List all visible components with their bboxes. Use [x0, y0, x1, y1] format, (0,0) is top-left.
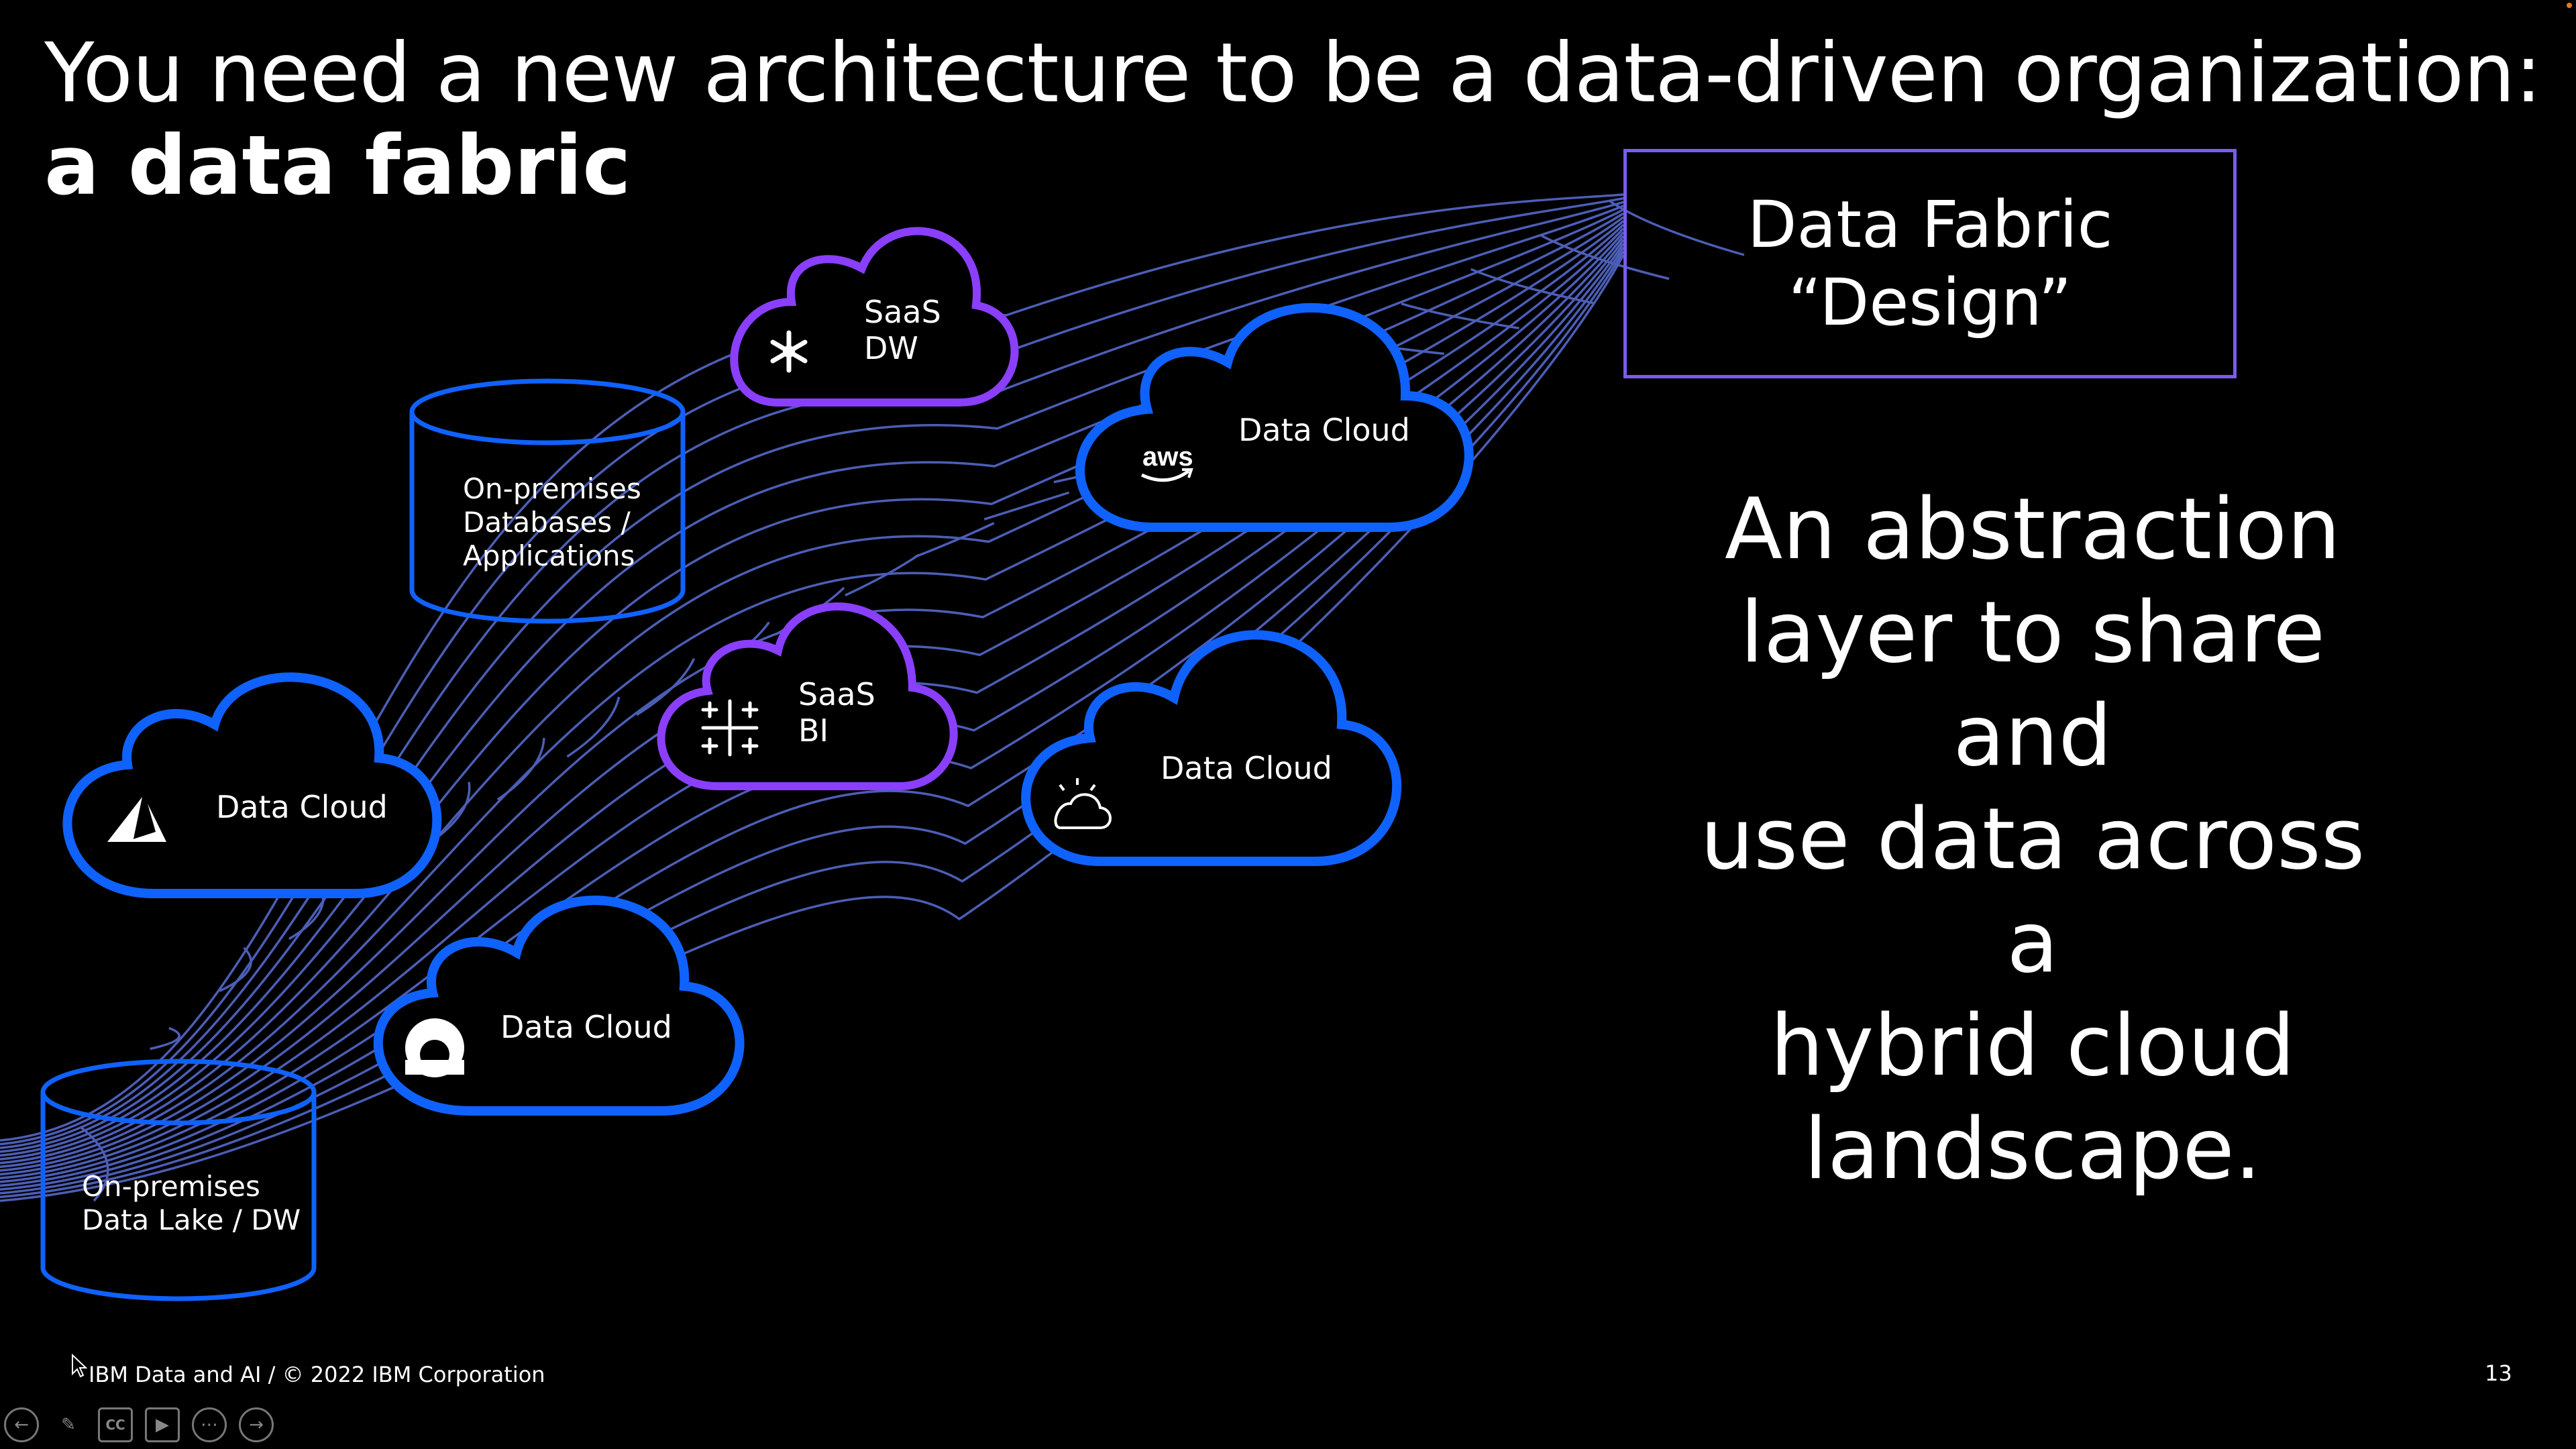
saas-dw-line2: DW	[864, 330, 918, 366]
saas-bi-cloud[interactable]	[657, 602, 958, 790]
saas-bi-line1: SaaS	[798, 676, 875, 712]
azure-icon	[107, 797, 166, 842]
aws-icon-text: aws	[1142, 442, 1193, 472]
saas-bi-line2: BI	[798, 712, 829, 749]
snowflake-icon	[770, 330, 808, 373]
abstraction-line: landscape.	[1804, 1099, 2261, 1198]
presentation-toolbar: ← ✎ CC ▶ ⋯ →	[4, 1407, 274, 1442]
abstraction-line: use data across a	[1700, 790, 2365, 991]
captions-text: CC	[105, 1417, 125, 1433]
next-icon[interactable]: →	[239, 1407, 274, 1442]
data-fabric-design-box[interactable]: Data Fabric “Design”	[1623, 149, 2237, 378]
mouse-cursor-icon	[72, 1354, 87, 1378]
fabric-box-line2: “Design”	[1788, 265, 2072, 340]
abstraction-line: An abstraction	[1725, 480, 2341, 578]
more-icon[interactable]: ⋯	[192, 1407, 227, 1442]
saas-dw-line1: SaaS	[864, 294, 941, 330]
previous-icon[interactable]: ←	[4, 1407, 39, 1442]
captions-icon[interactable]: CC	[98, 1407, 133, 1442]
recording-indicator-icon	[2567, 3, 2572, 8]
abstraction-line: hybrid cloud	[1770, 996, 2296, 1095]
onprem-lake-cylinder[interactable]	[40, 1059, 317, 1301]
abstraction-line: layer to share and	[1740, 583, 2325, 785]
saas-dw-label: SaaS DW	[864, 294, 941, 366]
aws-icon: aws	[1140, 442, 1193, 482]
google-cloud-label: Data Cloud	[500, 1009, 672, 1045]
onprem-lake-label: On-premises Data Lake / DW	[82, 1170, 301, 1237]
onprem-db-label: On-premises Databases / Applications	[463, 472, 641, 573]
azure-cloud[interactable]	[62, 672, 442, 898]
video-icon[interactable]: ▶	[145, 1407, 180, 1442]
pen-icon[interactable]: ✎	[61, 1415, 76, 1435]
aws-cloud-label: Data Cloud	[1238, 412, 1410, 448]
ibm-cloud-icon	[1054, 778, 1112, 829]
fabric-box-line1: Data Fabric	[1747, 187, 2113, 262]
tableau-icon	[701, 699, 759, 757]
onprem-db-line2: Databases /	[463, 506, 631, 539]
saas-bi-label: SaaS BI	[798, 676, 875, 749]
azure-cloud-label: Data Cloud	[216, 789, 388, 825]
aws-cloud[interactable]	[1075, 303, 1474, 532]
onprem-lake-line1: On-premises	[82, 1170, 260, 1203]
google-cloud-icon	[405, 1018, 464, 1077]
ibm-cloud-label: Data Cloud	[1161, 750, 1332, 786]
page-number: 13	[2485, 1360, 2512, 1386]
slide-title: You need a new architecture to be a data…	[44, 25, 2542, 121]
google-cloud[interactable]	[373, 896, 745, 1116]
onprem-db-line1: On-premises	[463, 472, 641, 505]
abstraction-statement: An abstraction layer to share and use da…	[1664, 478, 2402, 1201]
onprem-lake-line2: Data Lake / DW	[82, 1203, 301, 1236]
onprem-db-cylinder[interactable]	[409, 378, 686, 624]
slide-footer: IBM Data and AI / © 2022 IBM Corporation	[89, 1362, 545, 1387]
ibm-cloud[interactable]	[1021, 630, 1402, 866]
onprem-db-line3: Applications	[463, 539, 635, 572]
slide-title-bold: a data fabric	[44, 118, 631, 213]
